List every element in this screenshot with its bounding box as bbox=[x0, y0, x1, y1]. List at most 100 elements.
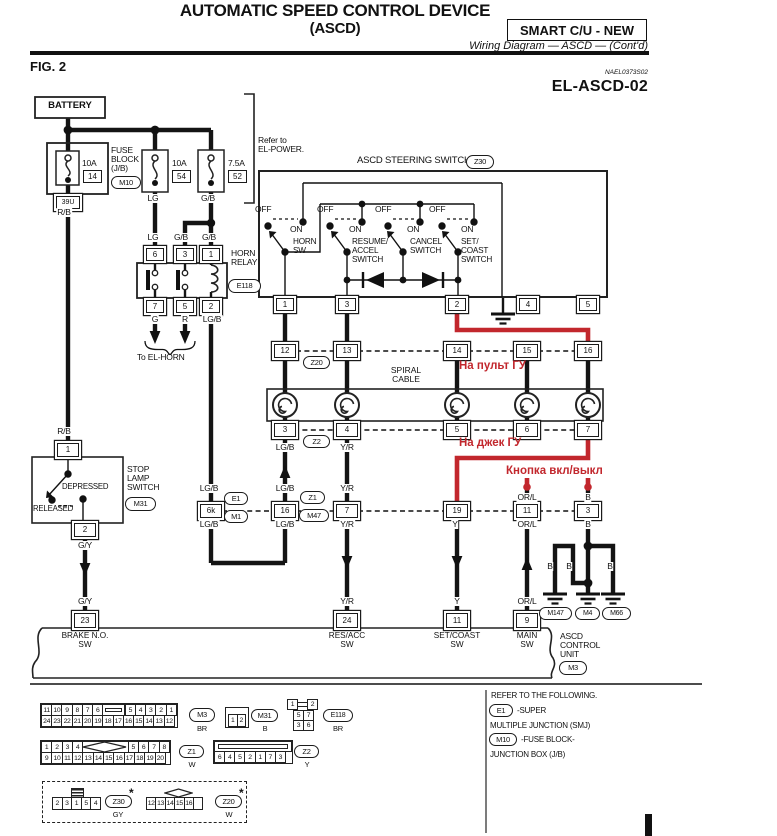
sw1-on-label: ON bbox=[290, 224, 303, 234]
refer-note-2: EL-POWER. bbox=[258, 144, 304, 154]
connector-m47: M47 bbox=[299, 509, 329, 522]
battery-label: BATTERY bbox=[48, 100, 92, 111]
stoplamp-name-2: LAMP bbox=[127, 473, 150, 483]
z1-diamond-span bbox=[82, 741, 128, 753]
ss-pin-1: 1 bbox=[276, 298, 294, 311]
ground-m147: M147 bbox=[539, 607, 572, 620]
wire-label: B bbox=[584, 519, 592, 529]
ss-pin-3: 3 bbox=[338, 298, 356, 311]
legend-m31-oval: M31 bbox=[251, 709, 278, 722]
wire-label: B bbox=[546, 561, 554, 571]
legend-z2-color: Y bbox=[304, 760, 310, 769]
cu-pin-24: 24 bbox=[336, 613, 358, 628]
conn-mid-3: 3 bbox=[577, 504, 599, 518]
wire-label: Y/R bbox=[339, 442, 355, 452]
cu-label-resacc-1: RES/ACC bbox=[328, 631, 366, 640]
cu-label-resacc: RES/ACC SW bbox=[317, 631, 377, 649]
stoplamp-pin-1: 1 bbox=[57, 443, 79, 457]
e118-cell-2: 2 bbox=[307, 699, 318, 710]
page-subtitle-ascd: (ASCD) bbox=[309, 20, 361, 37]
conn-mid-6k: 6k bbox=[200, 504, 222, 518]
cu-label-brake-2: SW bbox=[78, 640, 92, 649]
conn-mid-7: 7 bbox=[336, 504, 358, 518]
legend-z2-oval: Z2 bbox=[294, 745, 319, 758]
relay-pin-6: 6 bbox=[146, 248, 164, 261]
connector-m10: M10 bbox=[111, 176, 141, 189]
connector-z20: Z20 bbox=[303, 356, 330, 369]
wire-label: LG/B bbox=[274, 519, 296, 529]
header-rule bbox=[30, 51, 649, 55]
connector-m31: M31 bbox=[125, 497, 156, 511]
wire-label: Y/R bbox=[339, 483, 355, 493]
legend-z30-color: GY bbox=[112, 810, 124, 819]
legend-dashed-box bbox=[42, 781, 247, 823]
legend-m31-box: 1 2 bbox=[225, 707, 249, 728]
resume-sw-name-3: SWITCH bbox=[352, 255, 384, 264]
conn-row-top-15: 15 bbox=[516, 344, 538, 358]
connector-z30: Z30 bbox=[466, 155, 494, 169]
wire-label: B bbox=[606, 561, 614, 571]
legend-e1-text: -SUPER bbox=[517, 706, 547, 715]
page-title: AUTOMATIC SPEED CONTROL DEVICE bbox=[179, 1, 491, 20]
wire-label: R bbox=[181, 314, 189, 324]
conn-row-top-13: 13 bbox=[336, 344, 358, 358]
cancel-sw-name-2: SWITCH bbox=[410, 246, 442, 255]
conn-row-bot-7: 7 bbox=[577, 423, 599, 437]
cu-label-resacc-2: SW bbox=[340, 640, 354, 649]
cu-name-1: ASCD bbox=[560, 631, 583, 641]
cu-name-3: UNIT bbox=[560, 649, 580, 659]
depressed-label: DEPRESSED bbox=[62, 482, 109, 491]
stoplamp-name-3: SWITCH bbox=[127, 482, 160, 492]
stoplamp-name-1: STOP bbox=[127, 464, 150, 474]
refer-following-title: REFER TO THE FOLLOWING. bbox=[491, 691, 598, 700]
wire-label: OR/L bbox=[516, 492, 538, 502]
spiral-label-2: CABLE bbox=[392, 374, 420, 384]
legend-z30-oval: Z30 bbox=[105, 795, 132, 808]
doc-code: NAEL0373S02 bbox=[604, 69, 648, 76]
conn-row-top-16: 16 bbox=[577, 344, 599, 358]
conn-row-bot-3: 3 bbox=[274, 423, 296, 437]
wire-label: G bbox=[150, 314, 160, 324]
legend-m31-color: B bbox=[262, 724, 268, 733]
cu-label-brake: BRAKE N.O. SW bbox=[55, 631, 115, 649]
relay-pin-2: 2 bbox=[202, 300, 220, 313]
z2-slot bbox=[214, 741, 292, 752]
wire-label: Y/R bbox=[339, 596, 355, 606]
legend-m3-color: BR bbox=[196, 724, 208, 733]
wiring-diagram-subtitle: Wiring Diagram — ASCD — (Cont'd) bbox=[469, 40, 648, 52]
wire-label: G/B bbox=[200, 232, 218, 242]
set-sw-name-1: SET/ bbox=[461, 237, 479, 246]
sw3-off-label: OFF bbox=[375, 204, 392, 214]
wire-label: LG/B bbox=[274, 442, 296, 452]
connector-e118: E118 bbox=[228, 279, 261, 293]
horn-sw-name-2: SW bbox=[293, 246, 306, 255]
figure-label: FIG. 2 bbox=[30, 59, 67, 74]
fuse2-number: 54 bbox=[172, 170, 191, 183]
connector-m3: M3 bbox=[559, 661, 587, 675]
wire-label: G/B bbox=[199, 193, 217, 203]
wire-label: LG bbox=[146, 232, 160, 242]
ss-pin-5: 5 bbox=[579, 298, 597, 311]
fuse-block-name-1: FUSE bbox=[111, 145, 133, 155]
cu-label-main-2: SW bbox=[520, 640, 534, 649]
sw2-on-label: ON bbox=[349, 224, 362, 234]
wire-label: Y bbox=[453, 596, 461, 606]
legend-z20-oval: Z20 bbox=[215, 795, 242, 808]
grid-cell: 3 bbox=[274, 751, 286, 763]
z20-star: * bbox=[239, 786, 244, 800]
cu-label-setcoast: SET/COAST SW bbox=[425, 631, 489, 649]
to-el-horn-label: To EL-HORN bbox=[137, 352, 185, 362]
fuse-block-name-2: BLOCK bbox=[111, 154, 139, 164]
wire-label: Y bbox=[451, 519, 459, 529]
legend-jb-text: JUNCTION BOX (J/B) bbox=[490, 750, 566, 759]
fuse3-number: 52 bbox=[228, 170, 247, 183]
released-label: RELEASED bbox=[33, 504, 73, 513]
sw2-off-label: OFF bbox=[317, 204, 334, 214]
wire-label: OR/L bbox=[516, 596, 538, 606]
conn-row-top-14: 14 bbox=[446, 344, 468, 358]
